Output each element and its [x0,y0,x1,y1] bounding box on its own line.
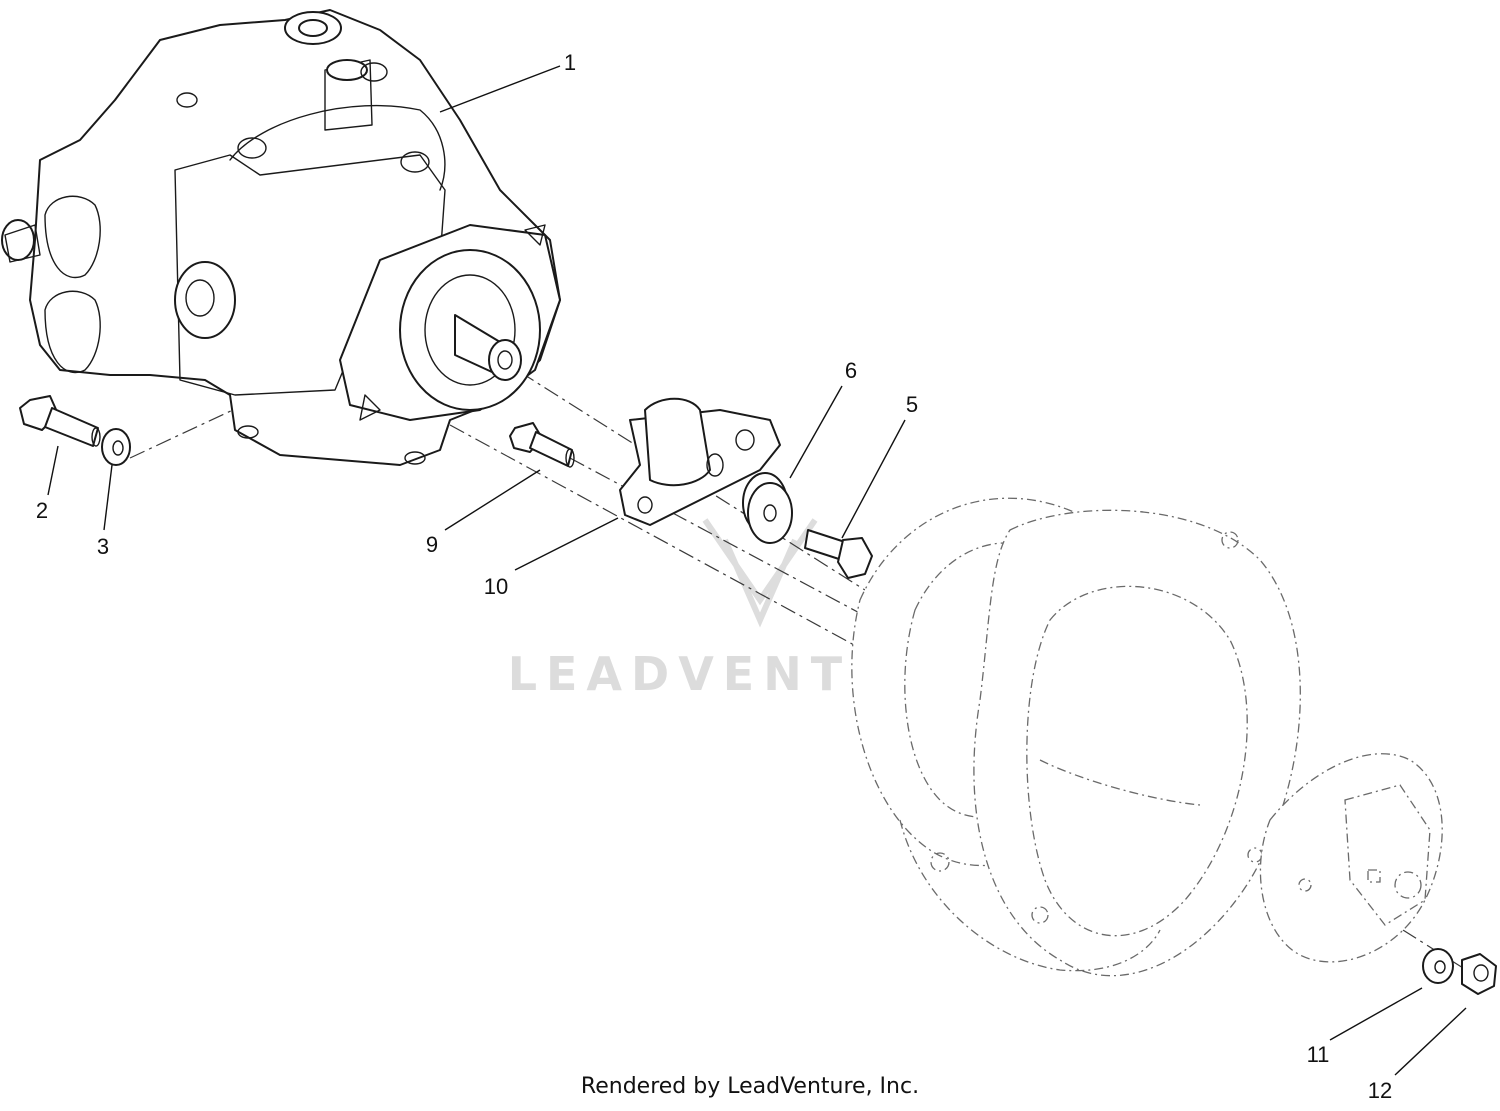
callout-3: 3 [97,534,109,559]
flange-bracket-part-10 [619,397,781,526]
callout-9: 9 [426,532,438,557]
callout-12: 12 [1368,1078,1392,1103]
callout-6: 6 [845,358,857,383]
callout-leader-lines [47,65,1467,1076]
bolt-part-9 [509,422,575,468]
bolt-part-2 [19,395,101,447]
callout-1: 1 [564,50,576,75]
washer-part-11 [1422,948,1454,984]
callout-10: 10 [484,574,508,599]
callout-labels: 1 2 3 5 6 9 10 11 12 [36,50,1392,1103]
bolt-part-5 [804,529,873,579]
washer-part-3 [101,428,131,466]
hydro-pump-assembly [1,9,561,466]
nut-part-12 [1461,953,1497,995]
render-credit: Rendered by LeadVenture, Inc. [580,1074,920,1099]
spacer-part-6 [742,472,793,544]
ghost-gear-housing [851,497,1443,977]
callout-5: 5 [906,392,918,417]
callout-11: 11 [1307,1042,1330,1067]
callout-2: 2 [36,498,48,523]
